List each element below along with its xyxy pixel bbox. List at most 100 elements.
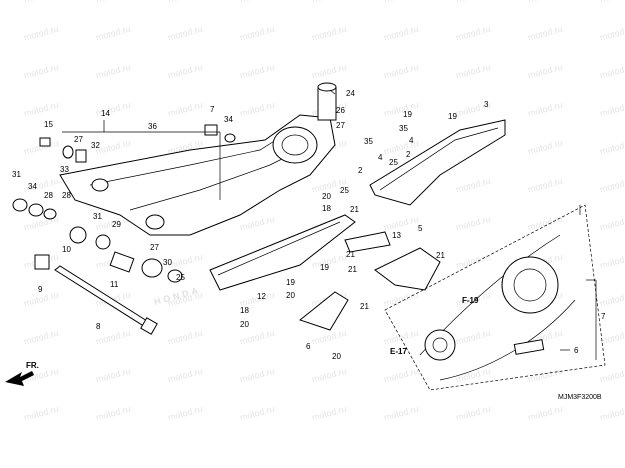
callout-34: 35 [364, 137, 373, 146]
watermark-text: motod.ru [599, 214, 625, 233]
callout-20: 20 [240, 320, 249, 329]
pivot-shaft [54, 265, 158, 335]
watermark-text: motod.ru [383, 138, 420, 157]
callout-23: 25 [389, 158, 398, 167]
watermark-text: motod.ru [311, 366, 348, 385]
front-arrow: FR. [5, 361, 39, 386]
watermark-text: motod.ru [599, 100, 625, 119]
watermark-text: motod.ru [599, 252, 625, 271]
callout-10: 8 [96, 322, 101, 331]
callout-labels: 14 15 27 32 33 31 34 28 28 31 29 10 27 3… [12, 89, 606, 361]
callout-21: 21 [348, 265, 357, 274]
callout-23: 25 [176, 273, 185, 282]
callout-24: 27 [336, 121, 345, 130]
watermark-text: motod.ru [239, 404, 276, 423]
callout-3: 3 [484, 100, 489, 109]
watermark-text: motod.ru [599, 404, 625, 423]
callout-21: 21 [346, 250, 355, 259]
callout-18: 18 [240, 306, 249, 315]
watermark-text: motod.ru [455, 404, 492, 423]
callout-21: 21 [360, 302, 369, 311]
guards [298, 231, 441, 331]
callout-23: 25 [340, 186, 349, 195]
watermark-text: motod.ru [383, 328, 420, 347]
callout-5: 5 [418, 224, 423, 233]
watermark-text: motod.ru [23, 24, 60, 43]
callout-26: 27 [150, 243, 159, 252]
callout-2: 2 [406, 150, 411, 159]
callout-27: 28 [44, 191, 53, 200]
watermark-text: motod.ru [383, 100, 420, 119]
watermark-text: motod.ru [527, 0, 564, 5]
callout-20: 20 [286, 291, 295, 300]
watermark-text: motod.ru [23, 0, 60, 5]
ref-e17: E-17 [390, 347, 407, 356]
watermark-text: motod.ru [167, 328, 204, 347]
callout-24: 26 [336, 106, 345, 115]
callout-16: 14 [101, 109, 110, 118]
watermark-text: motod.ru [599, 62, 625, 81]
watermark-text: motod.ru [455, 214, 492, 233]
watermark-text: motod.ru [383, 62, 420, 81]
watermark-text: motod.ru [167, 252, 204, 271]
callout-32: 34 [224, 115, 233, 124]
watermark-text: motod.ru [167, 366, 204, 385]
callout-4: 4 [409, 136, 414, 145]
watermark-text: motod.ru [239, 100, 276, 119]
watermark-text: motod.ru [23, 404, 60, 423]
watermark-text: motod.ru [383, 404, 420, 423]
watermark-text: motod.ru [455, 176, 492, 195]
callout-19: 19 [448, 112, 457, 121]
callout-8: 7 [601, 312, 606, 321]
watermark-text: motod.ru [527, 100, 564, 119]
drive-chain [384, 204, 606, 391]
watermark-text: motod.ru [167, 100, 204, 119]
bearing-parts [12, 82, 337, 283]
callout-28: 29 [112, 220, 121, 229]
watermark-text: motod.ru [95, 138, 132, 157]
callout-14: 12 [257, 292, 266, 301]
chain-case [369, 119, 506, 206]
watermark-text: motod.ru [95, 0, 132, 5]
callout-20: 20 [322, 192, 331, 201]
callout-6: 6 [306, 342, 311, 351]
callout-17: 15 [44, 120, 53, 129]
watermark-text: motod.ru [167, 404, 204, 423]
watermark-text: motod.ru [455, 328, 492, 347]
watermark-text: motod.ru [23, 62, 60, 81]
watermark-text: motod.ru [311, 0, 348, 5]
callout-4: 4 [378, 153, 383, 162]
watermark-text: motod.ru [167, 62, 204, 81]
callout-13: 11 [110, 280, 119, 289]
callout-15: 13 [392, 231, 401, 240]
watermark-text: motod.ru [599, 366, 625, 385]
callout-35: 36 [148, 122, 157, 131]
watermark-text: motod.ru [455, 62, 492, 81]
watermark-text: motod.ru [599, 176, 625, 195]
callout-12: 10 [62, 245, 71, 254]
watermark-text: motod.ru [455, 252, 492, 271]
fr-label: FR. [26, 361, 39, 370]
callout-25: 27 [74, 135, 83, 144]
watermark-text: motod.ru [95, 404, 132, 423]
watermark-text: motod.ru [383, 290, 420, 309]
watermark-text: motod.ru [599, 138, 625, 157]
callout-19: 19 [320, 263, 329, 272]
callout-34: 35 [399, 124, 408, 133]
watermark-text: motod.ru [23, 100, 60, 119]
callout-11: 9 [38, 285, 43, 294]
callout-18: 18 [322, 204, 331, 213]
watermark-text: motod.ru [599, 24, 625, 43]
watermark-text: motod.ru [311, 252, 348, 271]
callout-30: 31 [93, 212, 102, 221]
diagram-code: MJM3F3200B [558, 394, 602, 401]
watermark-text: motod.ru [527, 176, 564, 195]
callout-29: 31 [12, 170, 21, 179]
watermark-text: motod.ru [599, 290, 625, 309]
watermark-text: motod.ru [455, 24, 492, 43]
callout-7: 6 [574, 346, 579, 355]
callout-19: 19 [403, 110, 412, 119]
watermark-text: motod.ru [311, 328, 348, 347]
watermark-text: motod.ru [167, 0, 204, 5]
watermark-text: motod.ru [383, 0, 420, 5]
